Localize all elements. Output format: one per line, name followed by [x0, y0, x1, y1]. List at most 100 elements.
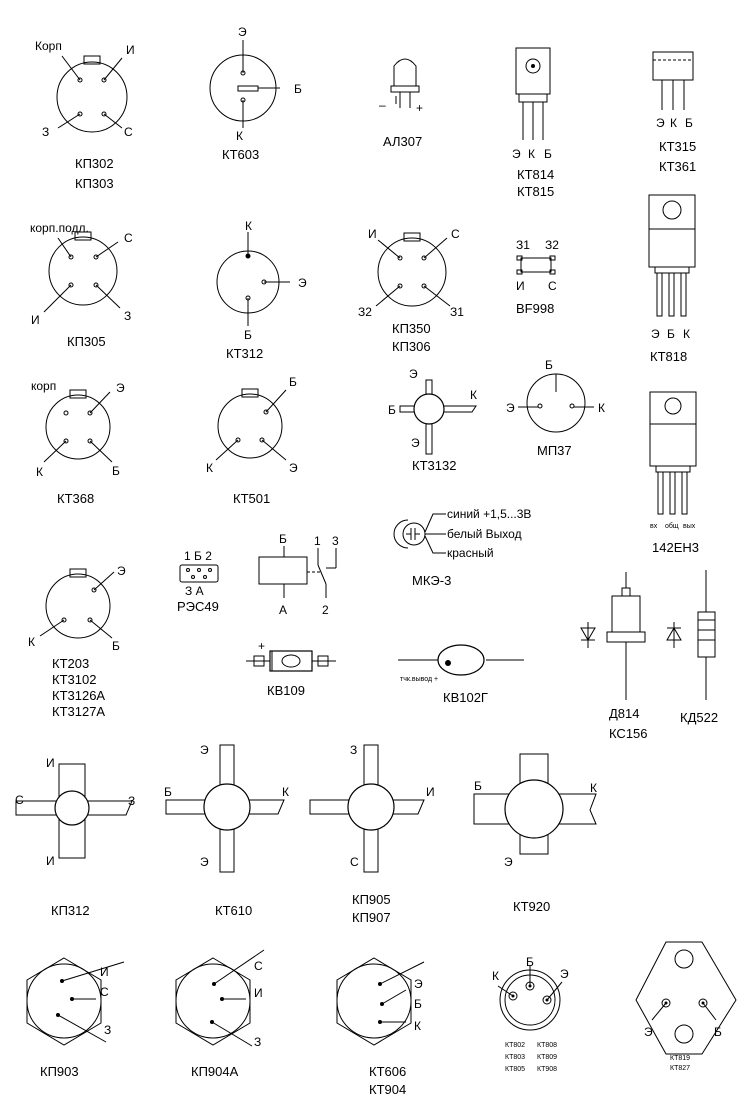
res49-pins-top: 1 Б 2	[184, 549, 212, 563]
kt814-pin-k: К	[528, 147, 535, 161]
e142-pin-out: вых	[683, 523, 696, 530]
relay-pin-3: 3	[332, 534, 339, 548]
mke3-wire-blue: синий +1,5...3В	[447, 507, 531, 521]
mke3-microphone: синий +1,5...3В белый Выход красный МКЭ-…	[393, 507, 531, 588]
kt368-pin-e: Э	[116, 381, 125, 395]
kt312-pin-e: Э	[298, 276, 307, 290]
mp37-name: МП37	[537, 443, 572, 458]
kt203-pin-b: Б	[112, 639, 120, 653]
kt606-package: Э Б К КТ606 КТ904	[336, 957, 425, 1097]
kp905-name-1: КП905	[352, 892, 391, 907]
kp903-package: И С З КП903	[26, 957, 125, 1079]
mke3-wire-red: красный	[447, 546, 494, 560]
kt203-name-4: КТ3127А	[52, 704, 105, 719]
kt315-name-1: КТ315	[659, 139, 696, 154]
kv102-note: тчк.вывод +	[400, 676, 438, 683]
kp302-pin-z: З	[42, 125, 49, 139]
kt920-name: КТ920	[513, 899, 550, 914]
kp350-name-2: КП306	[392, 339, 431, 354]
kt802-label-1: КТ802	[505, 1042, 525, 1049]
relay-pin-a: А	[279, 603, 287, 617]
kt802-pin-b: Б	[526, 955, 534, 969]
kt312-name: КТ312	[226, 346, 263, 361]
kt203-name-3: КТ3126А	[52, 688, 105, 703]
kp904-pin-s: С	[254, 959, 263, 973]
kp903-pin-i: И	[100, 965, 109, 979]
kp312-pin-z: З	[128, 794, 135, 808]
kp905-pin-s: С	[350, 855, 359, 869]
mp37-pin-b: Б	[545, 358, 553, 372]
kt606-pin-k: К	[414, 1019, 421, 1033]
kt802-label-5: КТ805	[505, 1066, 525, 1073]
kt312-pin-b: Б	[244, 328, 252, 342]
kt315-pin-b: Б	[685, 116, 693, 130]
kt501-pin-k: К	[206, 461, 213, 475]
kt802-label-4: КТ809	[537, 1054, 557, 1061]
kt368-name: КТ368	[57, 491, 94, 506]
relay-pin-1: 1	[314, 534, 321, 548]
kp350-name-1: КП350	[392, 321, 431, 336]
kt3132-name: КТ3132	[412, 458, 456, 473]
kp904-pin-i: И	[254, 986, 263, 1000]
relay-pin-b: Б	[279, 532, 287, 546]
kp302-pin-korp: Корп	[35, 39, 62, 53]
kt603-pin-k: К	[236, 129, 243, 143]
kp905-package: З И С КП905 КП907	[309, 743, 435, 925]
relay-pin-2: 2	[322, 603, 329, 617]
kt819-pin-e: Э	[644, 1025, 653, 1039]
relay-schematic: Б А 1 3 2	[258, 532, 339, 617]
kp302-name-2: КП303	[75, 176, 114, 191]
kp350-package: И С З2 З1 КП350 КП306	[358, 227, 464, 354]
kt818-pin-b: Б	[667, 327, 675, 341]
al307-pin-minus: –	[379, 98, 386, 112]
bf998-name: BF998	[516, 301, 554, 316]
kp305-pin-korp: корп.подл.	[30, 221, 89, 235]
kt312-package: К Э Б КТ312	[216, 219, 307, 361]
kt3132-package: Э Б К Э КТ3132	[388, 367, 477, 473]
kt920-pin-b: Б	[474, 779, 482, 793]
al307-name: АЛ307	[383, 134, 422, 149]
kt501-pin-b: Б	[289, 375, 297, 389]
kp350-pin-s: С	[451, 227, 460, 241]
res49-relay: 1 Б 2 З А РЭС49	[177, 549, 219, 614]
kp302-pin-i: И	[126, 43, 135, 57]
kt501-pin-e: Э	[289, 461, 298, 475]
kt920-package: Б К Э КТ920	[473, 753, 597, 914]
kt610-pin-e2: Э	[200, 855, 209, 869]
kp312-package: И С З И КП312	[15, 756, 135, 918]
e142-pin-gnd: общ	[665, 522, 679, 530]
bf998-pin-s: С	[548, 279, 557, 293]
e142-package: вх общ вых 142ЕН3	[649, 391, 699, 555]
kt3132-pin-b: Б	[388, 403, 396, 417]
kt203-package: Э К Б КТ203 КТ3102 КТ3126А КТ3127А	[28, 564, 126, 719]
kt819-name-1: КТ819	[670, 1055, 690, 1062]
kt606-pin-b: Б	[414, 997, 422, 1011]
kp302-pin-s: С	[124, 125, 133, 139]
kt818-package: Э Б К КТ818	[648, 194, 696, 364]
mp37-pin-e: Э	[506, 401, 515, 415]
bf998-pin-z2: З2	[545, 238, 559, 252]
kt603-pin-b: Б	[294, 82, 302, 96]
kt818-pin-e: Э	[651, 327, 660, 341]
kt819-name-2: КТ827	[670, 1065, 690, 1072]
kp350-pin-z1: З1	[450, 305, 464, 319]
e142-pin-in: вх	[650, 523, 658, 530]
kp305-pin-i: И	[31, 313, 40, 327]
kp312-pin-i2: И	[46, 854, 55, 868]
kt802-label-3: КТ803	[505, 1054, 525, 1061]
bf998-pin-i: И	[516, 279, 525, 293]
kp305-pin-z: З	[124, 309, 131, 323]
d814-name-2: КС156	[609, 726, 648, 741]
bf998-pin-z1: З1	[516, 238, 530, 252]
kp350-pin-z2: З2	[358, 305, 372, 319]
kv109-name: КВ109	[267, 683, 305, 698]
kt603-name: КТ603	[222, 147, 259, 162]
kt610-pin-b: Б	[164, 785, 172, 799]
kp904-package: С И З КП904А	[175, 949, 265, 1079]
kt802-pin-k: К	[492, 969, 499, 983]
kp903-pin-s: С	[100, 985, 109, 999]
kt818-name: КТ818	[650, 349, 687, 364]
kt920-pin-e: Э	[504, 855, 513, 869]
